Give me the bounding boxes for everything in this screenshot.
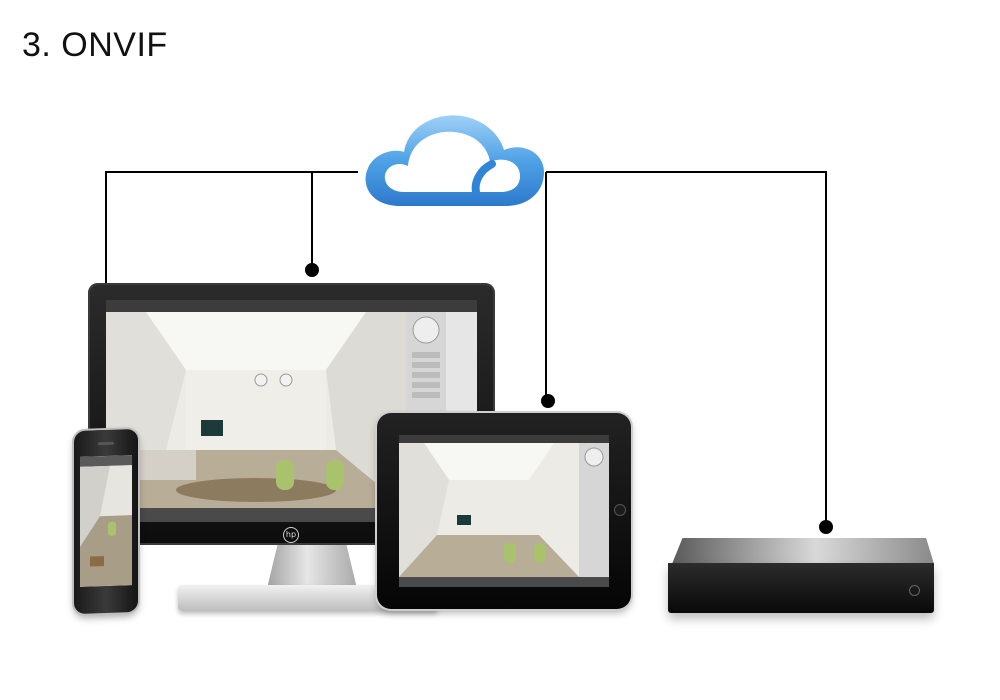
smartphone-device	[74, 428, 138, 615]
tablet-home-button	[615, 505, 625, 515]
connector-dot-nvr	[819, 520, 833, 534]
surveillance-room-view	[106, 300, 477, 522]
brand-logo: hp	[283, 527, 299, 543]
connector-dot-tablet	[541, 394, 555, 408]
nvr-recorder-top	[672, 538, 934, 564]
phone-speaker	[98, 441, 114, 446]
page-title: 3. ONVIF	[22, 26, 168, 64]
tablet-room-view	[399, 435, 609, 587]
nvr-power-led	[909, 585, 920, 596]
tablet-device	[377, 413, 631, 609]
cloud-icon	[365, 115, 544, 206]
connector-dot-monitor	[305, 263, 319, 277]
phone-screen	[80, 455, 132, 587]
nvr-recorder	[668, 563, 934, 613]
connector-nvr	[546, 171, 827, 526]
tablet-screen	[399, 435, 609, 587]
monitor-stand-neck	[267, 545, 357, 585]
phone-room-view	[80, 455, 132, 587]
